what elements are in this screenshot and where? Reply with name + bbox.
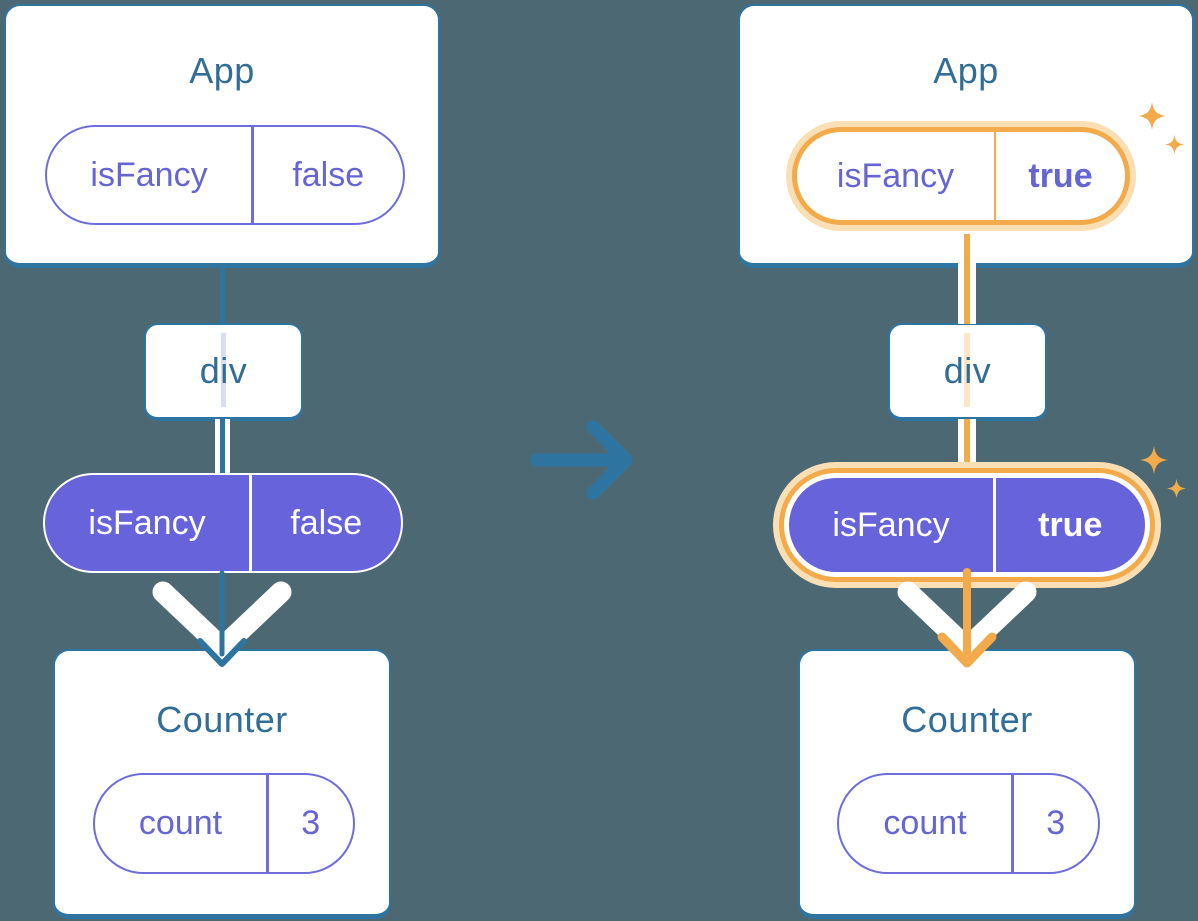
counter-card-after: Counter count 3 <box>798 649 1136 919</box>
pill-divider <box>249 475 252 571</box>
pass-through-line <box>221 333 226 407</box>
prop-name: isFancy <box>836 156 955 195</box>
counter-card-before: Counter count 3 <box>53 649 391 919</box>
prop-value: false <box>292 155 365 194</box>
component-title: div <box>199 350 248 391</box>
down-chevron-arrow-icon <box>897 568 1037 668</box>
state-name: count <box>883 804 967 842</box>
state-name: count <box>138 804 223 842</box>
pill-divider <box>994 132 996 220</box>
state-value: 3 <box>301 804 321 842</box>
component-title: div <box>943 350 992 391</box>
props-pipe <box>214 419 230 479</box>
passed-prop-pill: isFancy false <box>43 473 403 573</box>
prop-name: isFancy <box>832 505 950 544</box>
prop-name: isFancy <box>88 503 206 542</box>
prop-value: false <box>290 503 363 542</box>
app-card-after: App isFancy true <box>738 4 1194 268</box>
props-pipe <box>958 234 976 324</box>
state-pill: count 3 <box>837 773 1100 874</box>
component-title: App <box>933 50 999 91</box>
div-card-after: div <box>888 323 1047 421</box>
prop-pill-highlighted: isFancy true <box>792 127 1130 225</box>
pill-divider <box>993 478 996 572</box>
connector-line <box>219 266 225 324</box>
pill-divider <box>1011 775 1014 872</box>
app-card-before: App isFancy false <box>4 4 440 268</box>
pill-divider <box>251 127 254 223</box>
passed-prop-pill-highlighted: isFancy true <box>787 476 1147 574</box>
state-pill: count 3 <box>93 773 355 874</box>
transition-arrow-icon <box>530 420 633 500</box>
pass-through-line <box>964 333 970 407</box>
state-value: 3 <box>1046 804 1066 842</box>
component-title: Counter <box>156 699 288 740</box>
sparkles-icon <box>1138 102 1184 154</box>
pill-divider <box>266 775 269 872</box>
prop-name: isFancy <box>90 155 208 194</box>
component-title: App <box>189 50 255 91</box>
sparkles-icon <box>1140 446 1186 498</box>
component-title: Counter <box>901 699 1033 740</box>
prop-value: true <box>1028 156 1093 195</box>
props-pipe <box>958 419 976 471</box>
div-card-before: div <box>144 323 303 421</box>
prop-pill: isFancy false <box>45 125 405 225</box>
prop-value: true <box>1038 505 1103 544</box>
down-chevron-arrow-icon <box>152 570 292 667</box>
